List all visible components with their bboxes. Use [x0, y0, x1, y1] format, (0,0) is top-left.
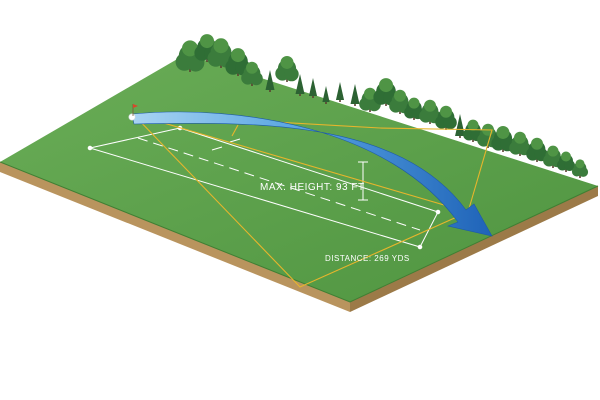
tree-line [175, 34, 589, 178]
tree-icon [557, 151, 575, 172]
tree-icon [335, 82, 345, 102]
tree-icon [265, 70, 275, 92]
ground-soil-right [350, 186, 598, 312]
tree-icon [359, 87, 381, 112]
tree-icon [435, 105, 457, 130]
tree-icon [571, 159, 589, 178]
golf-ball-icon [128, 113, 136, 121]
max-height-label: MAX. HEIGHT: 93 FT [260, 182, 365, 193]
centerline-dashed [137, 137, 421, 231]
tree-icon [275, 55, 299, 82]
tree-icon [350, 84, 360, 106]
tree-icon [404, 97, 424, 120]
tree-icon [491, 125, 515, 152]
tree-icon [295, 74, 305, 96]
ball-trajectory-arrow [131, 111, 493, 237]
flag-icon [132, 104, 138, 116]
ground-edge-highlight [0, 161, 599, 303]
tree-icon [526, 137, 548, 162]
tree-icon [455, 114, 465, 138]
tree-icon [322, 86, 330, 104]
tree-icon [419, 99, 441, 124]
ground-soil-left [0, 162, 350, 312]
tree-icon [241, 61, 263, 86]
distance-end-left [89, 127, 181, 149]
distance-line-back [89, 147, 421, 248]
distance-line-front [179, 127, 439, 213]
tree-icon [308, 78, 318, 98]
distance-label: DISTANCE: 269 YDS [325, 254, 410, 263]
